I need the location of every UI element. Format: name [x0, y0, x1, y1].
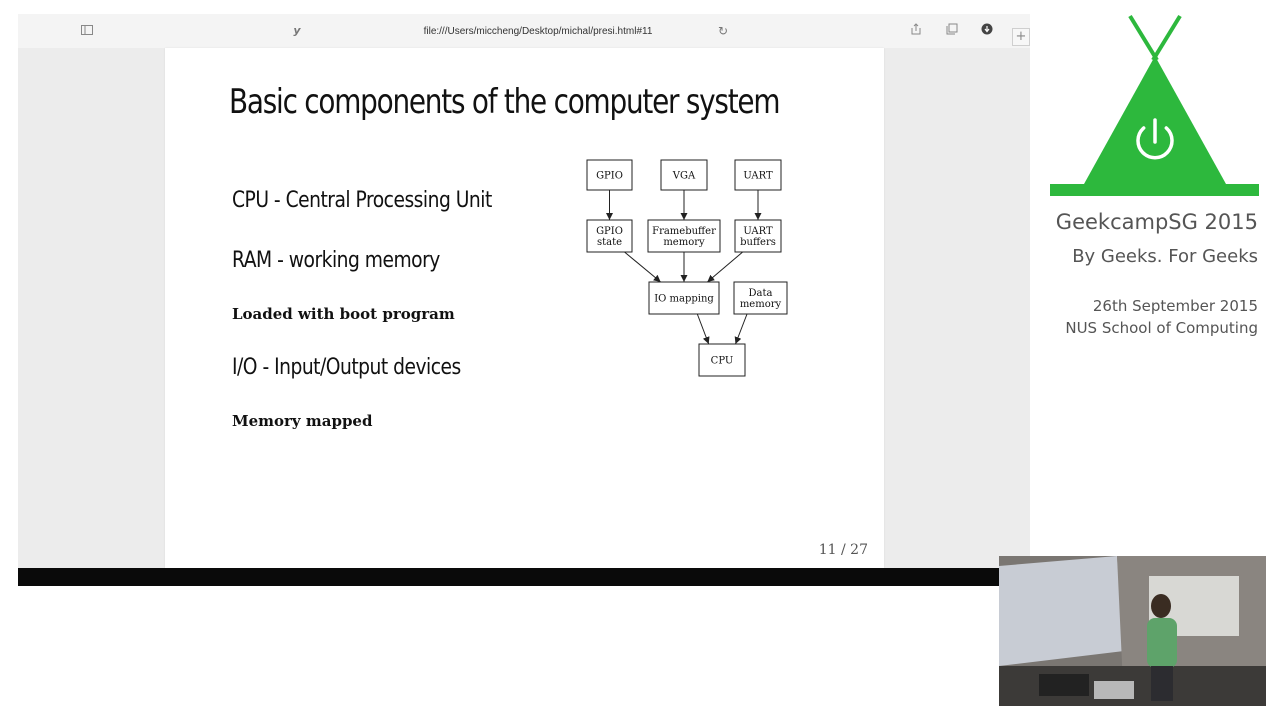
bullet-memory-mapped: Memory mapped: [232, 412, 373, 430]
node-box: [698, 343, 746, 377]
node-gpio: GPIO: [586, 159, 633, 191]
edge-uart_buffers-to-io_mapping: [707, 251, 743, 283]
node-label: UART: [743, 171, 773, 182]
node-box: [648, 281, 720, 315]
slide-title: Basic components of the computer system: [229, 82, 781, 122]
node-box: [586, 159, 633, 191]
node-label: VGA: [672, 171, 696, 182]
node-label: memory: [740, 299, 782, 310]
conference-venue: NUS School of Computing: [1065, 319, 1258, 337]
browser-viewport: Basic components of the computer system …: [18, 48, 1030, 568]
letterbox-bar: [18, 568, 1030, 586]
tent-pole-right: [1151, 14, 1182, 62]
sidebar-icon[interactable]: [78, 22, 96, 40]
node-uart: UART: [734, 159, 782, 191]
conference-tagline: By Geeks. For Geeks: [1072, 246, 1258, 267]
node-label: IO mapping: [654, 294, 714, 305]
conference-title: GeekcampSG 2015: [1055, 210, 1258, 234]
bullet-ram: RAM - working memory: [232, 248, 440, 273]
node-io-mapping: IO mapping: [648, 281, 720, 315]
node-label: GPIO: [596, 171, 623, 182]
edge-gpio_state-to-io_mapping: [624, 251, 661, 283]
node-label: Data: [749, 288, 773, 299]
node-vga: VGA: [660, 159, 708, 191]
speaker-video-frame: [999, 556, 1266, 706]
node-cpu: CPU: [698, 343, 746, 377]
node-box: [647, 219, 721, 253]
node-box: [734, 159, 782, 191]
node-box: [586, 219, 633, 253]
node-box: [733, 281, 788, 315]
power-icon: [1136, 118, 1174, 160]
node-box: [734, 219, 782, 253]
node-label: memory: [663, 237, 705, 248]
conference-date: 26th September 2015: [1092, 297, 1258, 315]
browser-toolbar: y file:///Users/miccheng/Desktop/michal/…: [18, 14, 1030, 49]
slide: Basic components of the computer system …: [165, 48, 884, 568]
reload-icon[interactable]: ↻: [717, 24, 729, 38]
node-label: CPU: [711, 356, 734, 367]
node-label: state: [597, 237, 622, 248]
new-tab-icon[interactable]: +: [1012, 28, 1030, 46]
download-icon[interactable]: [978, 22, 996, 40]
share-icon[interactable]: [907, 22, 925, 40]
bullet-cpu: CPU - Central Processing Unit: [232, 188, 492, 213]
edge-io_mapping-to-cpu: [696, 313, 710, 345]
diagram-edges: [606, 190, 762, 345]
conference-sidebar: GeekcampSG 2015 By Geeks. For Geeks 26th…: [1035, 0, 1280, 720]
reader-icon[interactable]: y: [293, 24, 301, 37]
page-indicator: 11 / 27: [818, 542, 868, 558]
geekcamp-logo: [1050, 14, 1259, 196]
node-box: [660, 159, 708, 191]
node-label: UART: [743, 226, 773, 237]
node-label: GPIO: [596, 226, 623, 237]
node-label: buffers: [740, 237, 776, 248]
speaker-video: [999, 556, 1266, 706]
edge-data_memory-to-cpu: [734, 313, 748, 345]
tent-pole-left: [1128, 14, 1159, 62]
node-label: Framebuffer: [652, 226, 716, 237]
bullet-io: I/O - Input/Output devices: [232, 355, 461, 380]
address-bar[interactable]: file:///Users/miccheng/Desktop/michal/pr…: [423, 26, 653, 37]
logo-base-bar: [1050, 184, 1259, 196]
tabs-icon[interactable]: [943, 22, 961, 40]
bullet-boot-program: Loaded with boot program: [232, 305, 455, 323]
